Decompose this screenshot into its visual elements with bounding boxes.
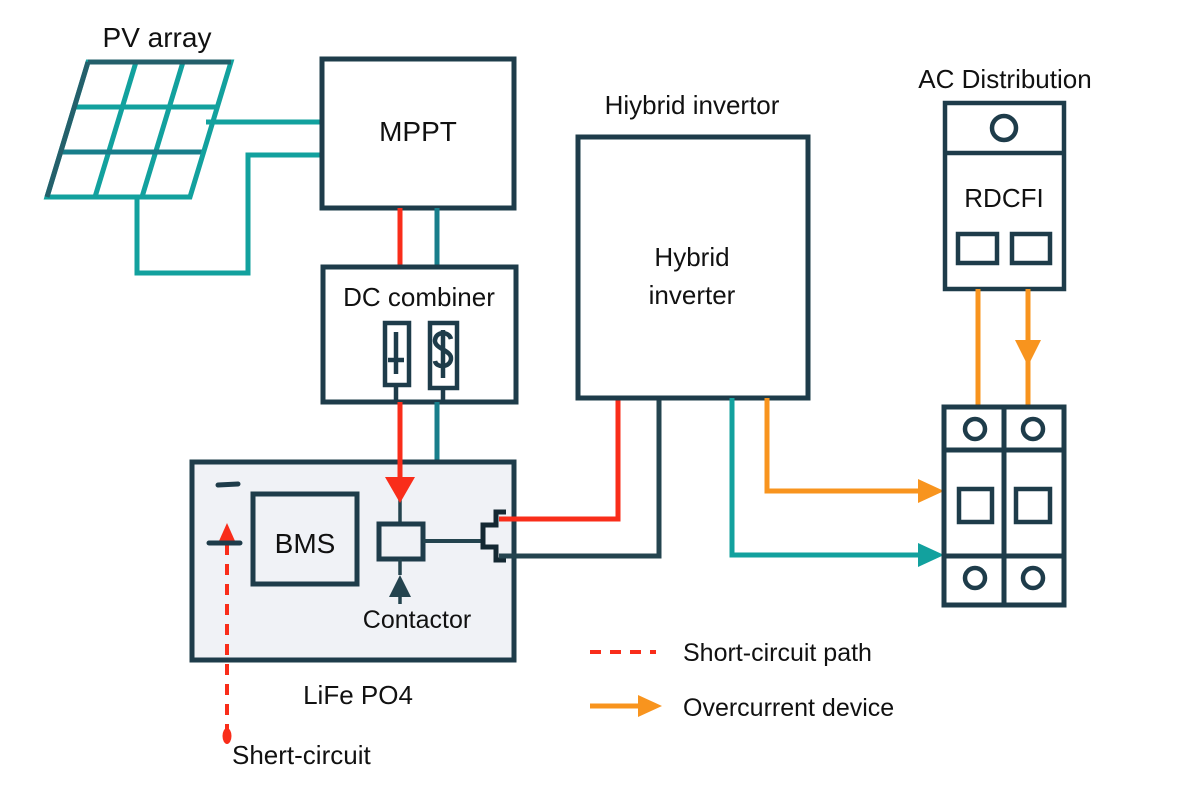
contactor-coil-icon xyxy=(389,559,411,604)
red-arrowhead-down-icon xyxy=(385,477,415,503)
battery-terminal-minus-icon xyxy=(215,481,241,488)
teal-arrowhead-right-icon xyxy=(918,543,944,567)
wire-battery-to-inverter-red xyxy=(499,398,621,522)
orange-arrowhead-down-icon xyxy=(1015,340,1041,366)
battery-label: LiFe PO4 xyxy=(303,680,413,710)
hybrid-inverter-label-line1: Hybrid xyxy=(654,242,729,272)
pv-array-icon xyxy=(43,59,235,200)
ac-distribution-label: AC Distribution xyxy=(918,64,1091,94)
rcd-window-icon xyxy=(955,231,1000,266)
pv-array-label: PV array xyxy=(103,22,212,53)
ac-distribution-unit xyxy=(942,100,1067,292)
contactor-box xyxy=(376,521,426,562)
mppt-box xyxy=(319,56,517,211)
short-circuit-point-icon xyxy=(222,728,232,744)
legend-overcurrent-arrow xyxy=(590,695,662,717)
wire-pv-to-mppt-2 xyxy=(134,152,322,276)
rcd-window-icon xyxy=(1009,231,1053,266)
red-arrowhead-up-icon xyxy=(219,523,235,541)
breaker-switch-icon xyxy=(956,486,995,525)
wire-inverter-to-breaker-teal xyxy=(729,398,926,558)
short-circuit-annotation: Shert-circuit xyxy=(232,740,371,770)
orange-arrowhead-right-icon xyxy=(918,479,944,503)
dc-combiner-label: DC combiner xyxy=(343,282,495,312)
mppt-label: MPPT xyxy=(379,116,457,147)
breaker-terminal-icon xyxy=(1020,416,1046,442)
bms-label: BMS xyxy=(275,528,336,559)
contactor-label: Contactor xyxy=(363,606,471,634)
rdcfi-label: RDCFI xyxy=(964,183,1043,213)
legend-short-circuit-label: Short-circuit path xyxy=(683,639,872,667)
breaker-terminal-icon xyxy=(962,565,988,591)
legend-overcurrent-label: Overcurrent device xyxy=(683,694,894,722)
breaker-terminal-icon xyxy=(962,416,988,442)
wire-inverter-to-breaker-orange xyxy=(764,398,926,494)
hybrid-inverter-box xyxy=(575,134,811,401)
fuse-icon xyxy=(382,320,412,400)
bms-box xyxy=(250,491,360,587)
ac-breaker-unit xyxy=(941,404,1067,608)
breaker-terminal-icon xyxy=(1020,565,1046,591)
wire-battery-to-inverter-navy xyxy=(499,398,662,559)
spd-fuse-icon xyxy=(427,320,460,402)
hybrid-inverter-label-line2: inverter xyxy=(649,280,736,310)
hybrid-inverter-title: Hiybrid invertor xyxy=(605,90,780,120)
dc-combiner-box xyxy=(320,264,519,405)
battery-connector-icon xyxy=(480,509,506,563)
breaker-switch-icon xyxy=(1013,486,1053,525)
